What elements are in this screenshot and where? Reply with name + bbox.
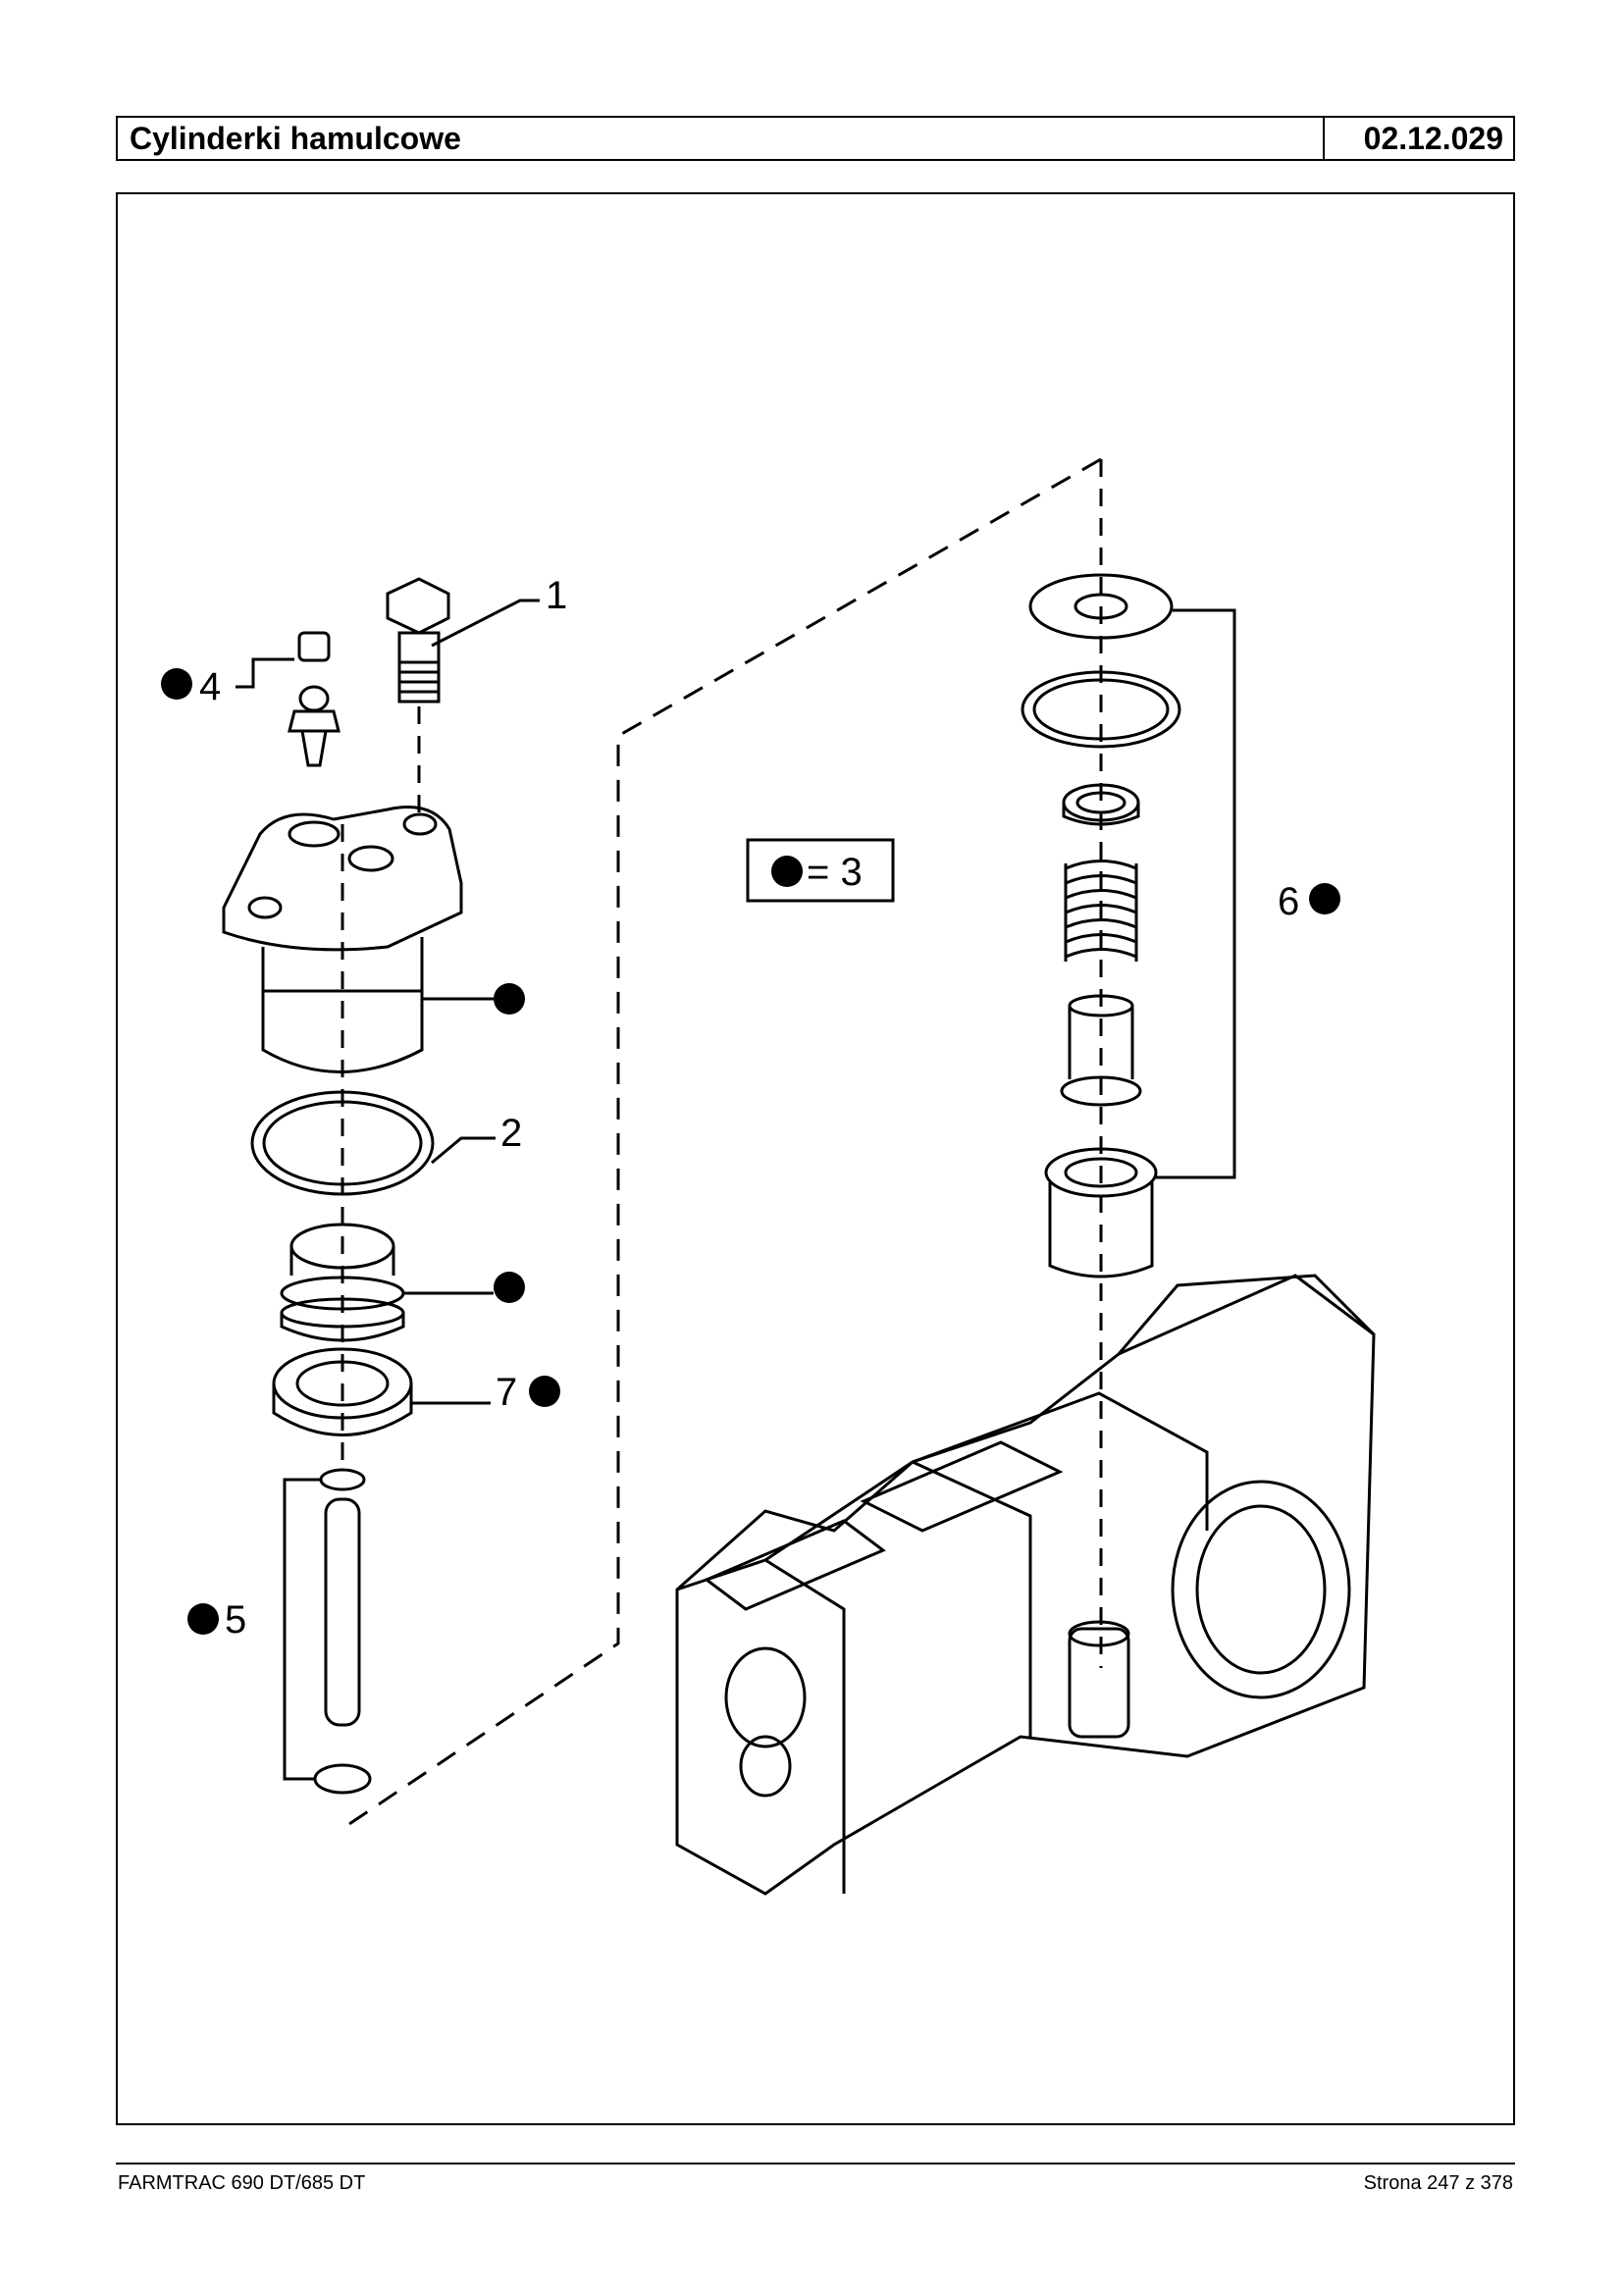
- marker-dot: [161, 668, 192, 700]
- section-code: 02.12.029: [1323, 118, 1513, 159]
- transmission-housing-part: [675, 1274, 1376, 1896]
- piston-part: [280, 1223, 405, 1342]
- callout-6: 6: [1278, 880, 1299, 923]
- marker-dot: [494, 1272, 525, 1303]
- diagram-frame: [116, 192, 1515, 2125]
- legend-text: = 3: [807, 851, 863, 894]
- marker-dots: [161, 668, 1340, 1635]
- o-ring-part: [250, 1090, 435, 1196]
- footer-model: FARMTRAC 690 DT/685 DT: [118, 2172, 366, 2194]
- bolt-part: [386, 577, 450, 704]
- legend-box: [746, 838, 895, 903]
- page-header: Cylinderki hamulcowe 02.12.029: [116, 116, 1515, 161]
- marker-dot: [1309, 883, 1340, 914]
- marker-dot: [187, 1603, 219, 1635]
- marker-dot: [494, 983, 525, 1015]
- pushrod-part: [313, 1468, 372, 1795]
- callout-4: 4: [199, 665, 221, 708]
- callout-1: 1: [546, 574, 567, 617]
- callout-5: 5: [225, 1598, 246, 1642]
- cylinder-housing-part: [222, 806, 463, 1073]
- brake-valve-set-part: [1021, 573, 1181, 1278]
- grease-nipple-part: [288, 631, 341, 767]
- footer-rule: [116, 2163, 1515, 2165]
- footer-page-number: Strona 247 z 378: [1363, 2172, 1513, 2194]
- seal-ring-part: [272, 1347, 413, 1436]
- page-title: Cylinderki hamulcowe: [130, 121, 461, 156]
- callout-7: 7: [496, 1371, 517, 1414]
- callout-2: 2: [500, 1112, 522, 1155]
- legend-dot: [771, 856, 803, 887]
- marker-dot: [529, 1376, 560, 1407]
- assembly-boundary-dashed: [340, 457, 1102, 1832]
